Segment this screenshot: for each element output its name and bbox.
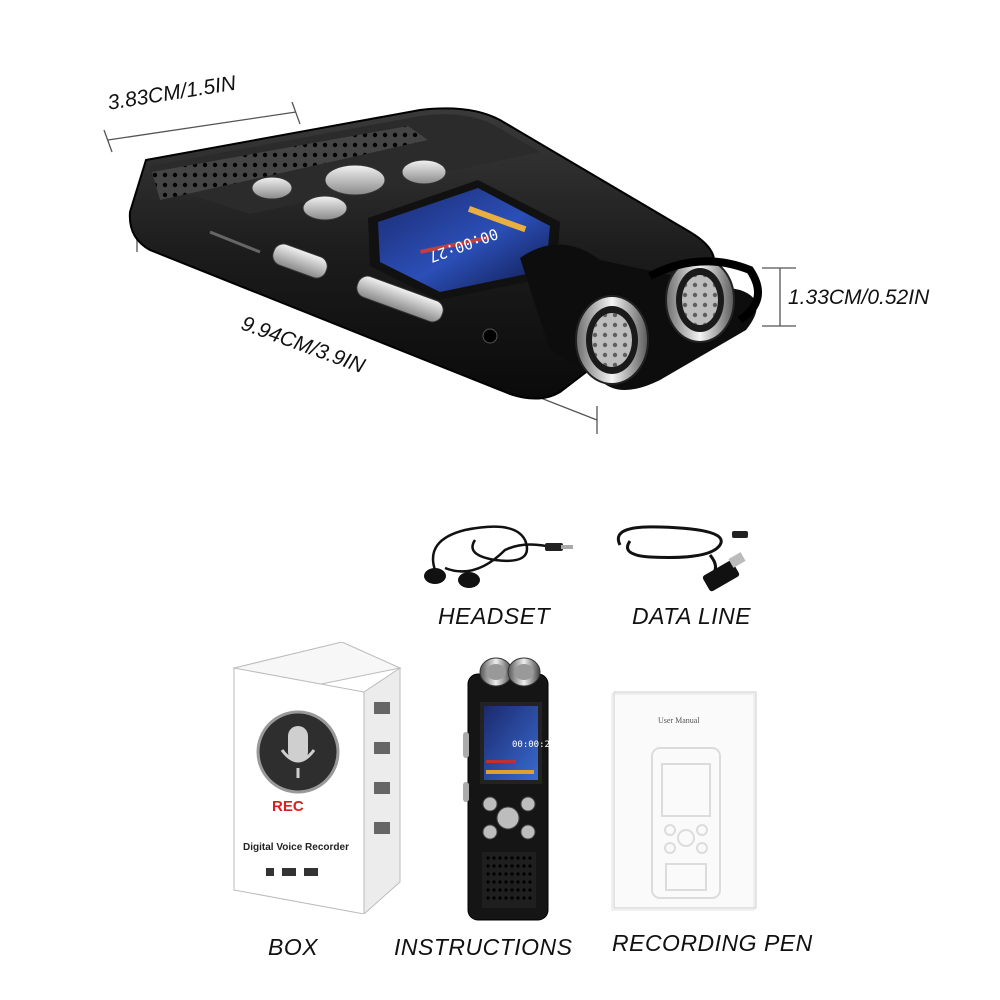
box-rec-label: REC <box>272 798 304 815</box>
user-manual-photo <box>610 688 760 912</box>
caption-instructions: INSTRUCTIONS <box>394 934 573 960</box>
dimension-line-height <box>762 267 796 327</box>
dimension-line-width <box>103 101 301 153</box>
box-title: Digital Voice Recorder <box>243 842 349 853</box>
dimension-label-height: 1.33CM/0.52IN <box>788 286 930 309</box>
data-line-photo <box>600 515 760 595</box>
manual-title: User Manual <box>658 716 700 725</box>
headset-photo <box>405 510 575 595</box>
small-screen-timer: 00:00:27 <box>512 740 556 750</box>
recorder-front-photo <box>462 652 554 924</box>
side-controls <box>209 230 498 344</box>
top-buttons <box>251 159 447 221</box>
caption-headset: HEADSET <box>438 603 551 629</box>
recorder-screen: 00:00:27 <box>368 180 560 300</box>
microphone-head <box>520 244 762 390</box>
caption-recording-pen: RECORDING PEN <box>612 930 813 956</box>
hero-recorder-photo: 00:00:27 <box>0 0 1000 460</box>
caption-data-line: DATA LINE <box>632 603 752 629</box>
caption-box: BOX <box>268 934 319 960</box>
product-box-photo <box>232 642 402 914</box>
